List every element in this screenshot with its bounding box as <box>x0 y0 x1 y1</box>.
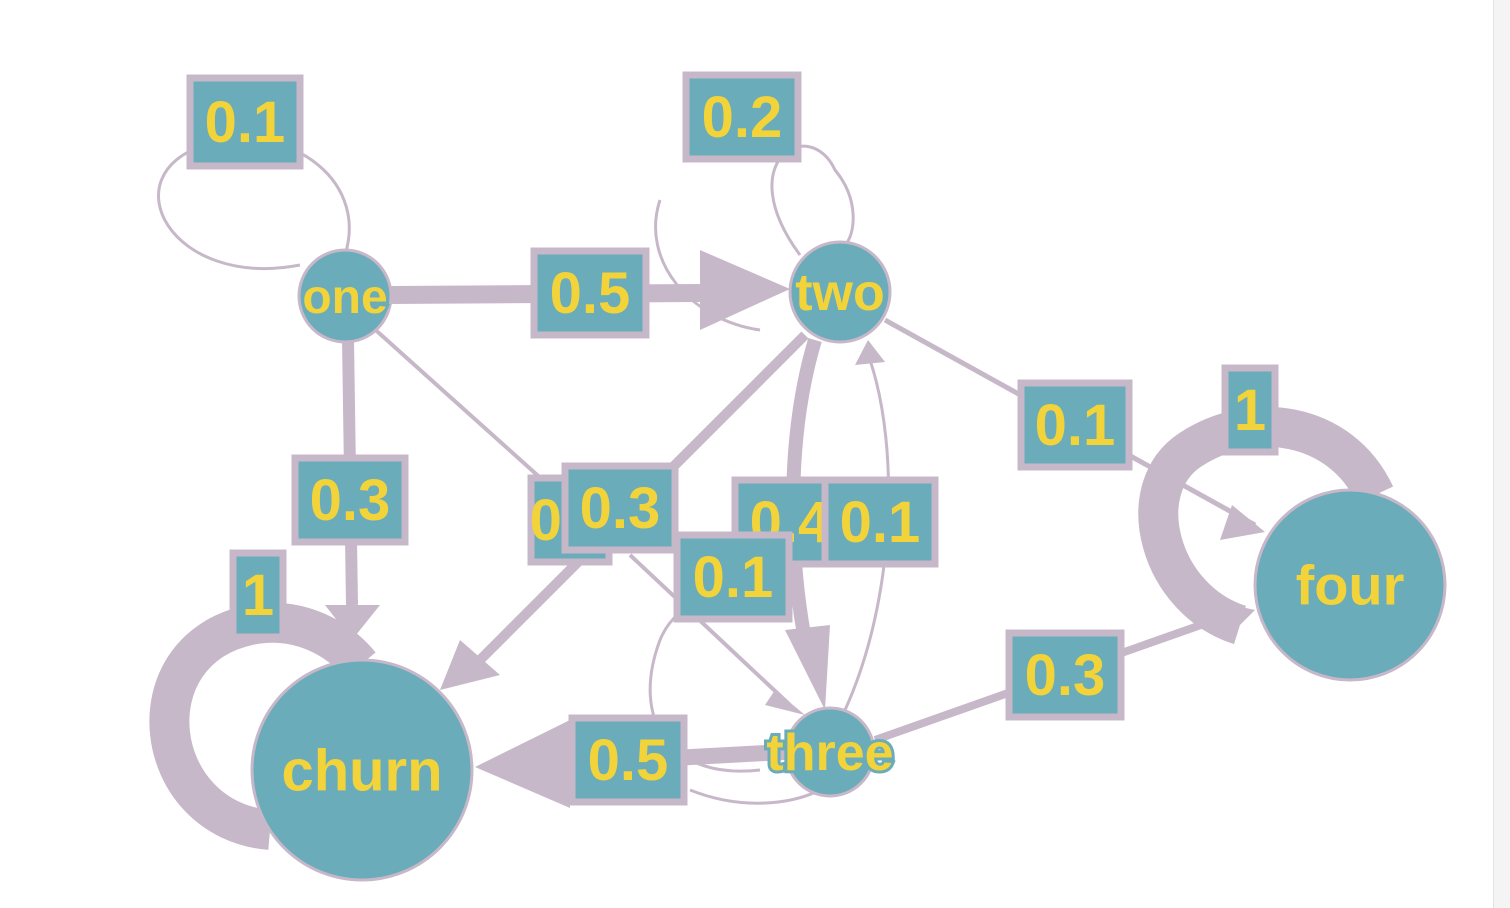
edge-label-three-churn: 0.5 <box>568 714 688 806</box>
edge-label-three-two: 0.1 <box>821 476 939 568</box>
edge-four-four <box>1138 406 1394 645</box>
edge-labels-layer: 0.10.20.50.110.310.10.30.40.10.10.30.5 <box>186 71 1279 806</box>
edge-label-three-four: 0.3 <box>1005 629 1125 721</box>
node-two: two <box>788 240 892 344</box>
edge-label-box-three-two <box>821 476 939 568</box>
node-label-three: three <box>766 724 893 782</box>
edge-label-box-churn-churn <box>229 549 287 641</box>
edge-arrowhead-three-two <box>855 340 885 365</box>
edge-label-text-one-one: 0.1 <box>205 90 286 155</box>
nodes-layer: one two three four churn <box>250 240 1447 882</box>
edge-label-text-two-four: 0.1 <box>1035 393 1116 458</box>
edge-two-two <box>654 144 855 332</box>
edge-arrowhead-one-two <box>700 250 790 330</box>
node-label-four: four <box>1296 554 1405 617</box>
edge-label-text-churn-churn: 1 <box>242 563 274 628</box>
edge-one-three <box>368 323 805 715</box>
edge-label-text-three-four: 0.3 <box>1025 643 1106 708</box>
edge-label-box-two-two <box>682 71 802 163</box>
edges-layer <box>149 137 1394 850</box>
edge-line-one-three <box>368 323 792 707</box>
edge-label-box-one-two <box>530 247 650 339</box>
node-label-two: two <box>795 264 885 322</box>
edge-label-two-two: 0.2 <box>682 71 802 163</box>
node-label-churn: churn <box>281 738 442 803</box>
edge-label-one-two: 0.5 <box>530 247 650 339</box>
edge-label-box-two-churn <box>561 462 679 554</box>
node-circle-four <box>1253 488 1447 682</box>
edge-label-box-two-four <box>1017 379 1133 471</box>
node-one: one <box>297 248 393 344</box>
edge-label-text-three-churn: 0.5 <box>588 728 669 793</box>
edge-label-text-two-two: 0.2 <box>702 85 783 150</box>
node-circle-churn <box>250 658 474 882</box>
edge-label-text-three-three: 0.1 <box>693 545 774 610</box>
edge-label-text-two-churn: 0.3 <box>580 476 661 541</box>
edge-arrowhead-two-churn <box>440 640 500 690</box>
node-churn: churn <box>250 658 474 882</box>
node-four: four <box>1253 488 1447 682</box>
edge-label-one-one: 0.1 <box>186 74 304 170</box>
edge-label-box-four-four <box>1221 364 1279 456</box>
edge-label-two-churn: 0.3 <box>561 462 679 554</box>
edge-line-churn-churn <box>149 602 376 850</box>
edge-label-text-three-two: 0.1 <box>840 490 921 555</box>
edge-label-text-one-churn: 0.3 <box>310 468 391 533</box>
edge-churn-churn <box>149 602 376 850</box>
node-circle-two <box>788 240 892 344</box>
edge-arrowhead-two-four <box>1220 505 1265 540</box>
edge-arrowhead-one-three <box>765 690 805 715</box>
node-circle-three <box>784 706 876 798</box>
edge-label-box-three-churn <box>568 714 688 806</box>
edge-arrowhead-two-three <box>785 625 830 710</box>
edge-label-churn-churn: 1 <box>229 549 287 641</box>
edge-arrowhead-three-churn <box>475 720 570 808</box>
edge-label-three-three: 0.1 <box>673 531 793 623</box>
node-circle-one <box>297 248 393 344</box>
node-three: three <box>763 706 897 798</box>
edge-arrowhead-three-four <box>1210 600 1255 640</box>
edge-label-box-three-four <box>1005 629 1125 721</box>
edge-label-box-one-churn <box>291 454 409 546</box>
node-label-one: one <box>302 271 387 324</box>
edge-label-text-one-two: 0.5 <box>550 261 631 326</box>
edge-label-two-four: 0.1 <box>1017 379 1133 471</box>
edge-label-text-four-four: 1 <box>1234 378 1266 443</box>
edge-line-four-four <box>1138 406 1394 645</box>
window-edge <box>1493 0 1510 908</box>
edge-label-box-three-three <box>673 531 793 623</box>
edge-label-box-one-one <box>186 74 304 170</box>
edge-label-four-four: 1 <box>1221 364 1279 456</box>
edge-label-one-churn: 0.3 <box>291 454 409 546</box>
edge-arrowhead-one-churn <box>325 605 380 640</box>
edge-line-two-two <box>654 144 855 332</box>
